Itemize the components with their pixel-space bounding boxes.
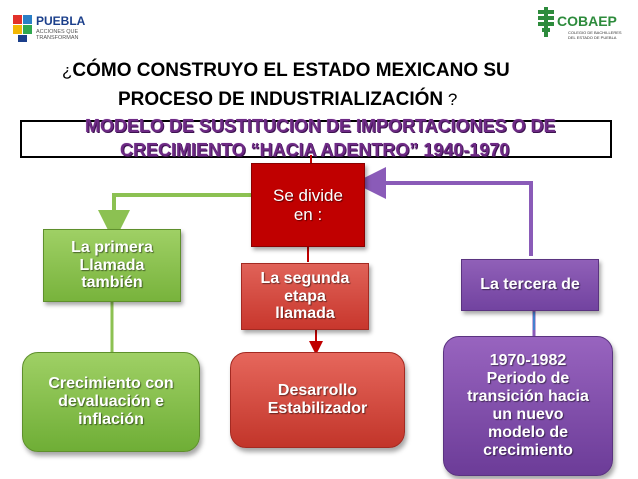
title-question-open: ¿ [62, 61, 73, 80]
second-stage-result-node: Desarrollo Estabilizador [230, 352, 405, 448]
cobaep-logo: COBAEP COLEGIO DE BACHILLERES DEL ESTADO… [538, 7, 622, 40]
title-line-2-text: PROCESO DE INDUSTRIALIZACIÓN [118, 89, 444, 110]
title-line-1: ¿CÓMO CONSTRUYO EL ESTADO MEXICANO SU [62, 60, 510, 82]
first-stage-node: La primera Llamada también [43, 229, 181, 302]
cobaep-logo-name: COBAEP [557, 13, 617, 29]
title-line-1-text: CÓMO CONSTRUYO EL ESTADO MEXICANO SU [72, 60, 510, 81]
first-stage-result-label: Crecimiento con devaluación e inflación [48, 375, 174, 428]
second-stage-result-label: Desarrollo Estabilizador [267, 382, 368, 417]
cobaep-logo-subtitle-1: COLEGIO DE BACHILLERES [568, 30, 622, 35]
cobaep-logo-subtitle-2: DEL ESTADO DE PUEBLA [568, 35, 617, 40]
divide-node: Se divide en : [251, 163, 365, 247]
connector-divide-to-third [354, 167, 533, 256]
connector-divide-to-first [98, 193, 251, 242]
third-stage-result-label: 1970-1982 Periodo de transición hacia un… [467, 352, 589, 459]
third-stage-node: La tercera de [461, 259, 599, 311]
first-stage-label: La primera Llamada también [71, 238, 153, 292]
first-stage-result-node: Crecimiento con devaluación e inflación [22, 352, 200, 452]
puebla-logo-tagline-1: ACCIONES QUE [36, 29, 79, 35]
model-title-box [20, 120, 612, 158]
model-title-line-1: MODELO DE SUSTITUCION DE IMPORTACIONES O… [85, 116, 556, 136]
second-stage-node: La segunda etapa llamada [241, 263, 369, 330]
third-stage-label: La tercera de [480, 276, 580, 294]
divide-node-label: Se divide en : [273, 185, 343, 224]
puebla-logo: PUEBLA ACCIONES QUE TRANSFORMAN [13, 14, 86, 42]
model-title-line-2: CRECIMIENTO “HACIA ADENTRO” 1940-1970 [120, 140, 510, 160]
third-stage-result-node: 1970-1982 Periodo de transición hacia un… [443, 336, 613, 476]
puebla-logo-tagline-2: TRANSFORMAN [36, 35, 79, 41]
puebla-logo-name: PUEBLA [36, 14, 86, 28]
title-line-2: PROCESO DE INDUSTRIALIZACIÓN ? [118, 89, 457, 111]
second-stage-label: La segunda etapa llamada [260, 269, 350, 323]
title-question-close: ? [443, 90, 458, 109]
